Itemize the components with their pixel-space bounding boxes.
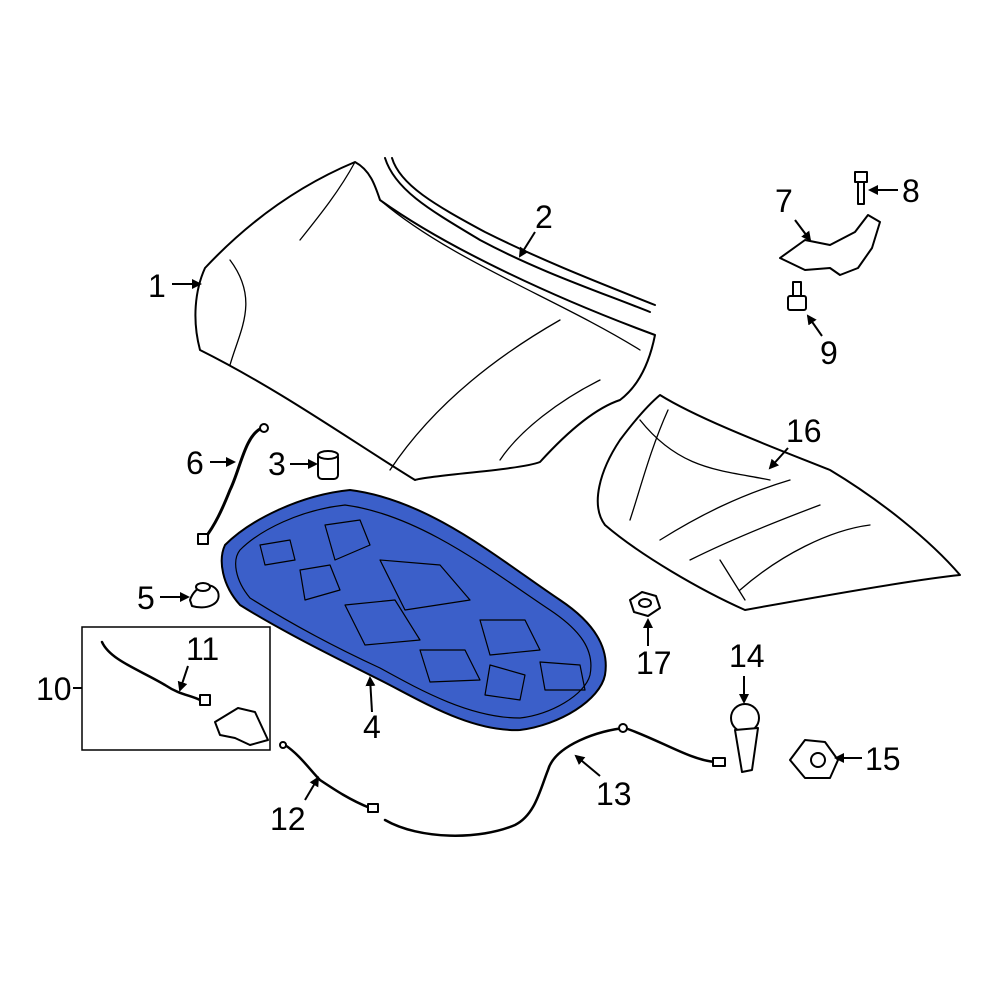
hood-panel[interactable] <box>194 161 656 481</box>
hood-insulator-highlighted[interactable] <box>220 488 607 732</box>
hood-bumper[interactable] <box>317 450 339 480</box>
callout-3: 3 <box>268 446 286 482</box>
hood-weatherstrip[interactable] <box>384 157 656 313</box>
callout-4: 4 <box>363 709 381 745</box>
callout-11: 11 <box>186 631 219 667</box>
hood-hinge[interactable] <box>779 214 881 276</box>
callout-16: 16 <box>786 413 822 449</box>
callout-9: 9 <box>820 335 838 371</box>
hood-latch[interactable] <box>789 739 839 779</box>
hinge-to-hood-bolt[interactable] <box>787 281 807 311</box>
callout-6: 6 <box>186 445 204 481</box>
hood-inner-panel[interactable] <box>596 394 961 611</box>
callout-8: 8 <box>902 173 920 209</box>
nut[interactable] <box>629 591 661 617</box>
callout-15: 15 <box>865 741 901 777</box>
callout-1: 1 <box>148 268 166 304</box>
release-handle[interactable] <box>730 703 760 773</box>
callout-13: 13 <box>596 776 632 812</box>
callout-2: 2 <box>535 199 553 235</box>
latch-switch-assembly-box[interactable] <box>81 626 271 751</box>
callout-5: 5 <box>137 580 155 616</box>
release-cable[interactable] <box>383 723 726 837</box>
callout-10: 10 <box>36 671 72 707</box>
hood-support-rod[interactable] <box>197 423 269 545</box>
callout-14: 14 <box>729 638 765 674</box>
callouts: 1 2 3 4 5 6 7 8 9 10 11 12 13 14 15 16 1… <box>36 173 920 837</box>
release-cable-front[interactable] <box>279 741 379 813</box>
callout-12: 12 <box>270 801 306 837</box>
grommet[interactable] <box>189 582 220 609</box>
hinge-bolt[interactable] <box>854 171 868 205</box>
callout-17: 17 <box>636 645 672 681</box>
callout-7: 7 <box>775 183 793 219</box>
